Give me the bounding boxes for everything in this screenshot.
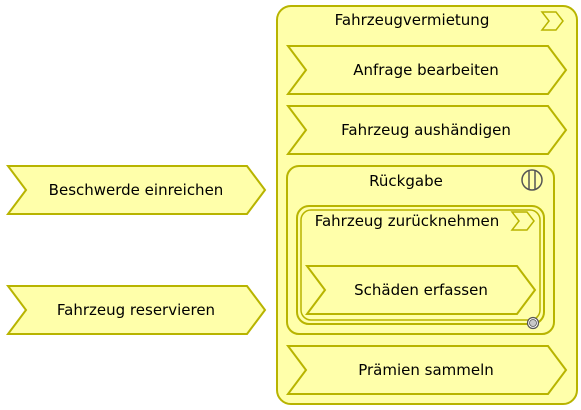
step-schaeden-erfassen[interactable]: Schäden erfassen bbox=[305, 265, 537, 315]
step-beschwerde-einreichen[interactable]: Beschwerde einreichen bbox=[6, 165, 267, 215]
step-label: Prämien sammeln bbox=[358, 361, 494, 379]
end-marker-icon bbox=[526, 316, 540, 330]
subprocess-title: Rückgabe bbox=[369, 172, 443, 190]
subprocess-title: Fahrzeug zurücknehmen bbox=[315, 212, 500, 230]
parallel-icon bbox=[521, 169, 543, 191]
step-label: Beschwerde einreichen bbox=[49, 181, 224, 199]
step-fahrzeug-reservieren[interactable]: Fahrzeug reservieren bbox=[6, 285, 267, 335]
step-label: Anfrage bearbeiten bbox=[353, 61, 499, 79]
chevron-icon bbox=[510, 211, 535, 231]
step-fahrzeug-aushaendigen[interactable]: Fahrzeug aushändigen bbox=[286, 105, 568, 155]
step-label: Schäden erfassen bbox=[354, 281, 488, 299]
step-label: Fahrzeug reservieren bbox=[57, 301, 215, 319]
step-praemien-sammeln[interactable]: Prämien sammeln bbox=[286, 345, 568, 395]
step-anfrage-bearbeiten[interactable]: Anfrage bearbeiten bbox=[286, 45, 568, 95]
container-title: Fahrzeugvermietung bbox=[335, 11, 490, 29]
step-label: Fahrzeug aushändigen bbox=[341, 121, 511, 139]
chevron-icon bbox=[540, 11, 564, 31]
